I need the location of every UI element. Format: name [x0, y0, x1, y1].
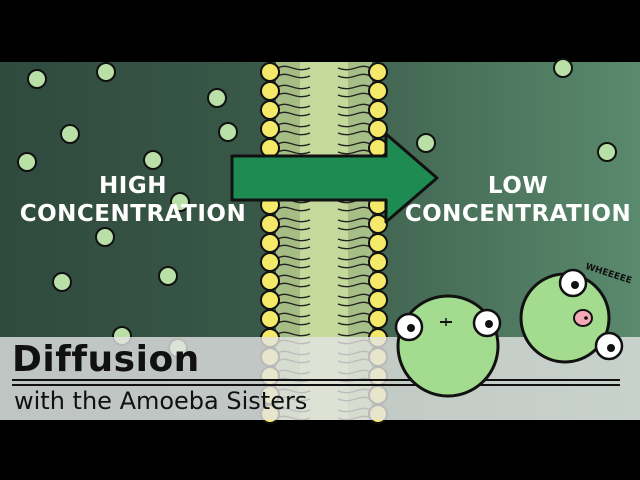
molecule	[207, 88, 227, 108]
molecule	[416, 133, 436, 153]
lipid-tail	[337, 84, 371, 90]
amoeba-character-right	[519, 268, 624, 364]
lipid-tail	[337, 301, 371, 307]
lipid-tail	[277, 217, 311, 223]
lipid-tail	[277, 225, 311, 231]
diffusion-arrow	[230, 132, 439, 224]
lipid-tail	[337, 111, 371, 117]
molecule	[158, 266, 178, 286]
lipid-tail	[277, 236, 311, 242]
lipid-tail	[277, 312, 311, 318]
lipid-tail	[277, 331, 311, 337]
lipid-tail	[337, 320, 371, 326]
molecule	[17, 152, 37, 172]
molecule	[95, 227, 115, 247]
lipid-tail	[277, 73, 311, 79]
video-subtitle: with the Amoeba Sisters	[14, 387, 308, 415]
title-band	[0, 337, 640, 420]
lipid-tail	[337, 236, 371, 242]
lipid-tail	[277, 130, 311, 136]
lipid-tail	[277, 149, 311, 155]
lipid-tail	[337, 244, 371, 250]
molecule	[96, 62, 116, 82]
lipid-tail	[337, 312, 371, 318]
lipid-tail	[337, 206, 371, 212]
lipid-tail	[337, 217, 371, 223]
molecule	[27, 69, 47, 89]
lipid-tail	[337, 331, 371, 337]
lipid-tail	[337, 263, 371, 269]
video-title: Diffusion	[12, 339, 200, 380]
lipid-tail	[277, 282, 311, 288]
lipid-tail	[277, 92, 311, 98]
lipid-tail	[277, 320, 311, 326]
molecule	[170, 192, 190, 212]
low-concentration-label: LOW CONCENTRATION	[404, 173, 632, 227]
lipid-tail	[337, 293, 371, 299]
high-concentration-label: HIGH CONCENTRATION	[19, 173, 247, 227]
lipid-tail	[277, 274, 311, 280]
lipid-tail	[277, 122, 311, 128]
lipid-tail	[277, 141, 311, 147]
lipid-tail	[337, 103, 371, 109]
lipid-tail	[337, 255, 371, 261]
lipid-tail	[277, 111, 311, 117]
lipid-tail	[337, 149, 371, 155]
lipid-tail	[277, 255, 311, 261]
lipid-tail	[337, 92, 371, 98]
mouth	[573, 309, 593, 327]
molecule	[60, 124, 80, 144]
molecule	[143, 150, 163, 170]
amoeba-character-left	[394, 294, 502, 398]
lipid-tail	[337, 65, 371, 71]
lipid-tail	[337, 274, 371, 280]
lipid-tail	[277, 293, 311, 299]
molecule	[218, 122, 238, 142]
molecule	[52, 272, 72, 292]
lipid-tail	[277, 301, 311, 307]
lipid-tail	[277, 65, 311, 71]
lipid-tail	[277, 206, 311, 212]
lipid-tail	[337, 122, 371, 128]
lipid-tail	[337, 141, 371, 147]
lipid-tail	[337, 225, 371, 231]
lipid-tail	[337, 130, 371, 136]
lipid-tail	[277, 244, 311, 250]
lipid-tail	[337, 73, 371, 79]
lipid-tail	[337, 282, 371, 288]
molecule	[597, 142, 617, 162]
lipid-tail	[277, 103, 311, 109]
molecules	[17, 58, 617, 358]
lipid-tail	[277, 84, 311, 90]
molecule	[553, 58, 573, 78]
lipid-tail	[277, 263, 311, 269]
